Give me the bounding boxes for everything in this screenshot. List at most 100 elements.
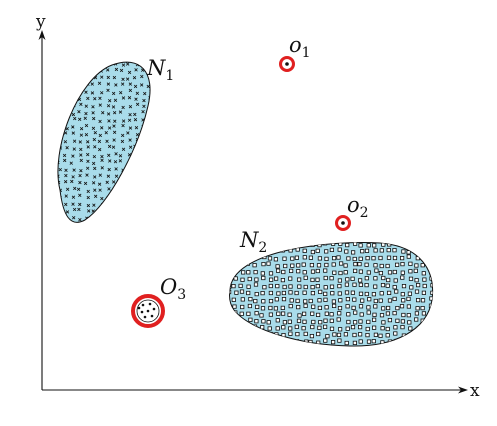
square-mark bbox=[290, 256, 295, 261]
square-mark bbox=[241, 270, 246, 275]
x-mark bbox=[51, 126, 54, 129]
x-mark bbox=[118, 110, 123, 114]
x-mark bbox=[142, 159, 146, 164]
square-mark bbox=[318, 320, 323, 325]
x-mark bbox=[148, 119, 151, 123]
square-mark bbox=[281, 325, 286, 330]
x-mark bbox=[106, 68, 110, 72]
square-mark bbox=[254, 277, 259, 282]
square-mark bbox=[407, 333, 412, 338]
square-mark bbox=[275, 318, 280, 323]
square-mark bbox=[324, 256, 329, 262]
x-mark bbox=[92, 214, 97, 219]
x-mark bbox=[78, 117, 82, 122]
square-mark bbox=[345, 326, 350, 331]
x-mark bbox=[71, 202, 75, 206]
square-mark bbox=[358, 304, 364, 309]
x-mark bbox=[91, 105, 95, 109]
square-mark bbox=[365, 255, 370, 261]
x-mark bbox=[64, 118, 68, 122]
square-mark bbox=[414, 311, 420, 316]
square-mark bbox=[281, 269, 286, 275]
square-mark bbox=[364, 248, 370, 253]
x-mark bbox=[107, 153, 111, 158]
square-mark bbox=[315, 277, 320, 282]
x-mark bbox=[98, 215, 102, 219]
square-mark bbox=[358, 291, 364, 296]
outlier-o2: o2 bbox=[335, 193, 369, 231]
square-mark bbox=[259, 313, 264, 318]
x-mark bbox=[65, 127, 69, 131]
square-mark bbox=[239, 255, 244, 260]
square-mark bbox=[275, 268, 281, 273]
square-mark bbox=[229, 333, 232, 338]
square-mark bbox=[337, 247, 342, 252]
square-mark bbox=[229, 318, 230, 323]
square-mark bbox=[395, 305, 400, 311]
square-mark bbox=[294, 255, 300, 260]
square-mark bbox=[280, 277, 286, 283]
square-mark bbox=[358, 256, 363, 261]
square-mark bbox=[365, 326, 370, 332]
square-mark bbox=[353, 261, 358, 267]
x-mark bbox=[108, 99, 112, 103]
square-mark bbox=[231, 333, 236, 339]
square-mark bbox=[239, 311, 244, 316]
square-mark bbox=[273, 248, 278, 253]
square-mark bbox=[296, 263, 301, 268]
x-mark bbox=[135, 133, 140, 137]
x-mark bbox=[128, 88, 133, 93]
square-mark bbox=[358, 282, 364, 287]
x-mark bbox=[101, 111, 105, 115]
x-mark bbox=[107, 126, 112, 130]
x-mark bbox=[127, 153, 132, 157]
square-mark bbox=[325, 334, 330, 339]
square-mark bbox=[303, 275, 308, 280]
x-mark bbox=[57, 75, 62, 79]
x-mark bbox=[128, 104, 133, 109]
square-mark bbox=[423, 333, 428, 339]
square-mark bbox=[400, 270, 405, 275]
square-mark bbox=[296, 277, 302, 282]
square-mark bbox=[294, 290, 299, 296]
square-mark bbox=[240, 304, 245, 310]
square-mark bbox=[302, 242, 307, 246]
x-mark bbox=[121, 119, 126, 123]
square-mark bbox=[400, 242, 406, 246]
square-mark bbox=[373, 263, 378, 268]
x-mark bbox=[52, 176, 55, 179]
x-mark bbox=[134, 97, 138, 101]
x-mark bbox=[148, 186, 151, 191]
x-mark bbox=[146, 216, 151, 221]
square-mark bbox=[324, 262, 329, 268]
square-mark bbox=[386, 290, 392, 296]
square-mark bbox=[266, 261, 271, 266]
outlier-o3: O3 bbox=[131, 275, 186, 328]
square-mark bbox=[260, 325, 265, 330]
x-axis-label: x bbox=[470, 381, 480, 401]
x-mark bbox=[128, 161, 132, 165]
x-mark bbox=[93, 188, 97, 192]
square-mark bbox=[380, 282, 386, 288]
square-mark bbox=[373, 248, 378, 253]
outlier-o2-label: o2 bbox=[347, 193, 369, 221]
outlier-o2-point bbox=[341, 221, 345, 225]
square-mark bbox=[315, 268, 320, 274]
square-mark bbox=[288, 276, 293, 281]
square-mark bbox=[296, 304, 301, 310]
square-mark bbox=[336, 255, 341, 260]
square-mark bbox=[392, 310, 397, 316]
x-mark bbox=[121, 207, 125, 212]
x-mark bbox=[120, 195, 124, 199]
x-mark bbox=[135, 196, 139, 200]
x-mark bbox=[121, 96, 126, 100]
x-mark bbox=[83, 181, 88, 186]
x-mark bbox=[65, 146, 69, 150]
square-mark bbox=[352, 340, 358, 346]
square-mark bbox=[429, 256, 433, 261]
x-mark bbox=[121, 105, 125, 110]
x-mark bbox=[57, 210, 59, 214]
x-mark bbox=[78, 140, 82, 144]
x-mark bbox=[114, 67, 119, 72]
x-mark bbox=[125, 201, 130, 205]
